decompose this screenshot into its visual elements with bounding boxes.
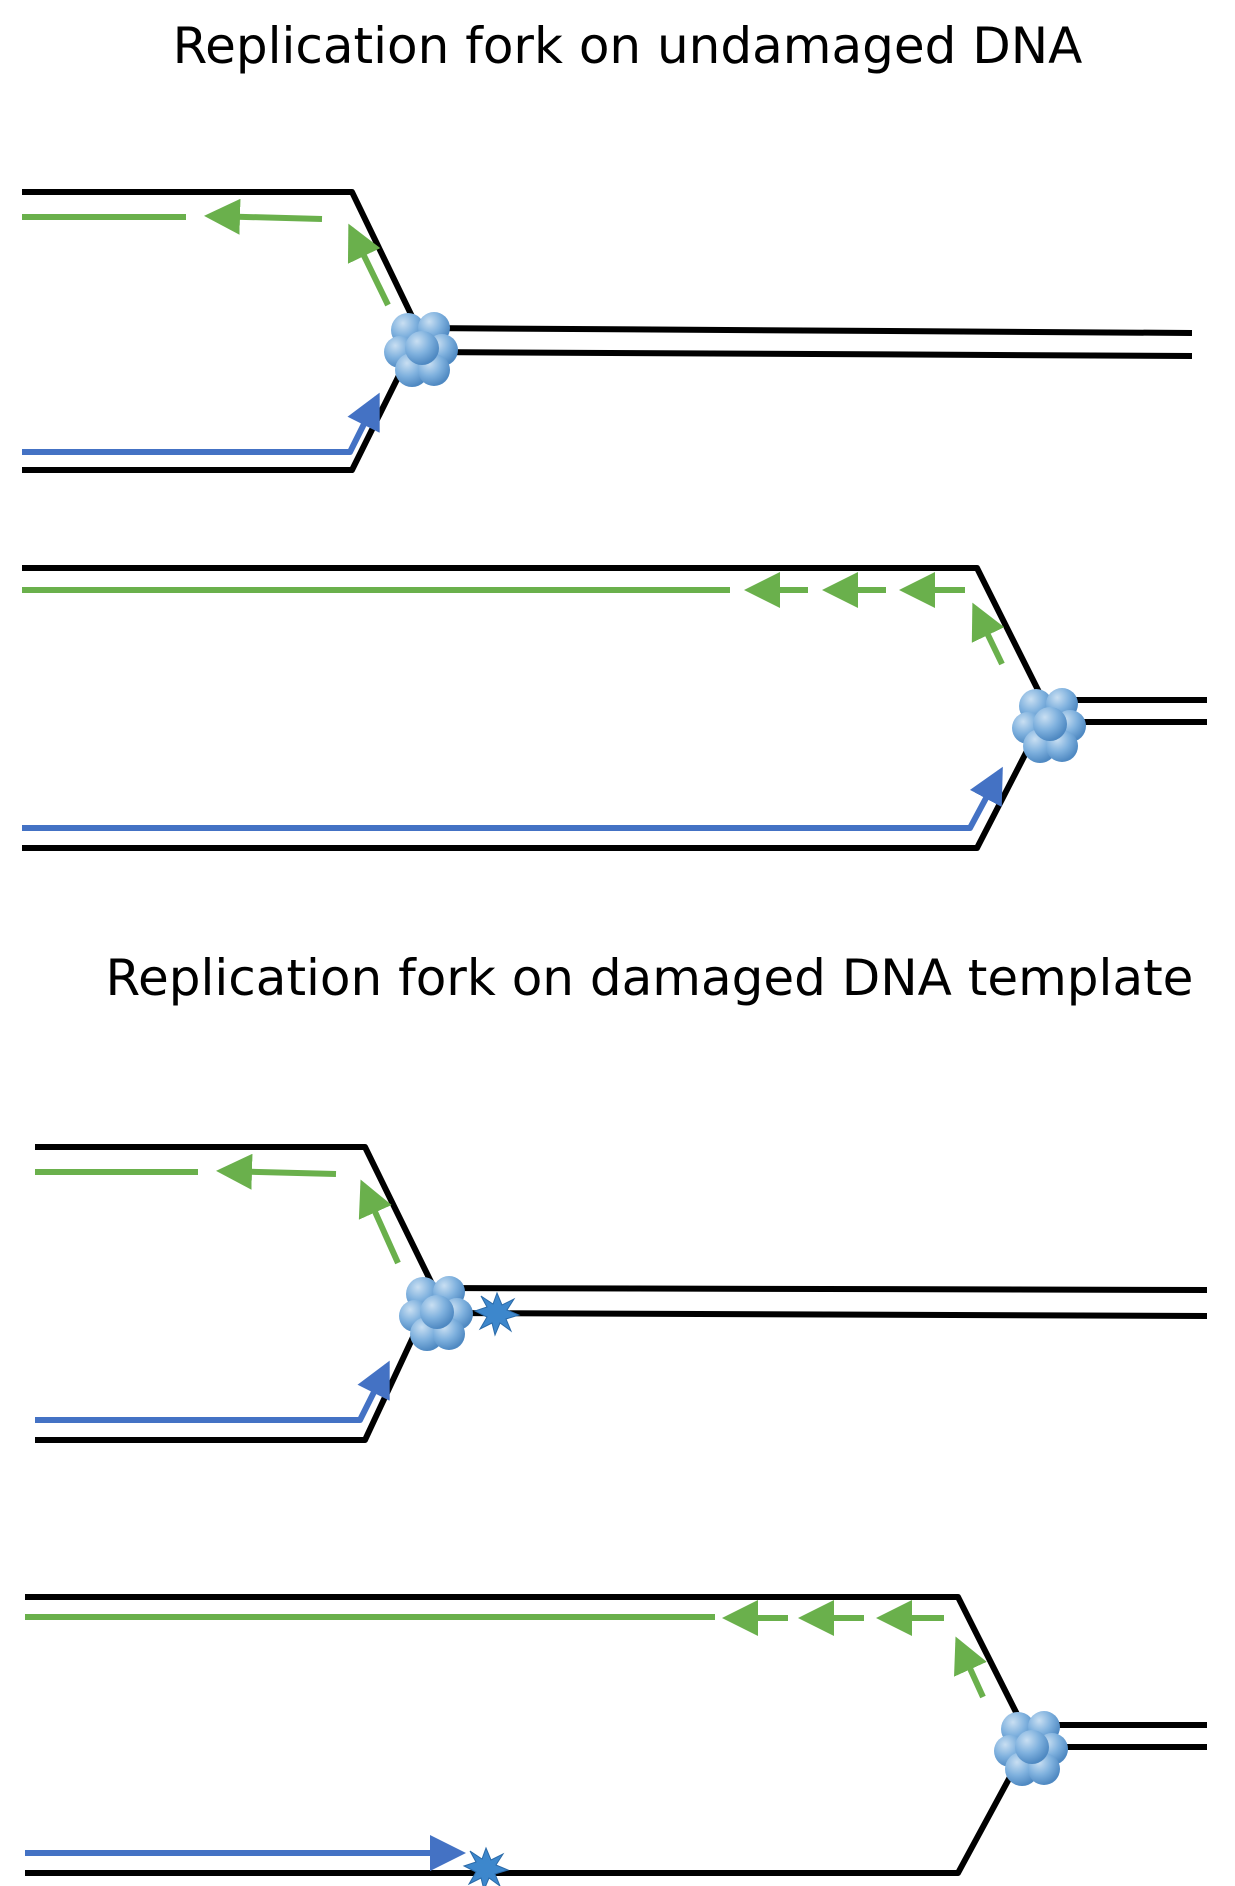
leading-strand xyxy=(35,1360,390,1423)
leading-strand xyxy=(22,766,1003,831)
title-undamaged: Replication fork on undamaged DNA xyxy=(172,17,1083,75)
title-damaged: Replication fork on damaged DNA template xyxy=(105,949,1194,1007)
panel-undamaged-early xyxy=(22,189,1193,473)
replisome-icon xyxy=(1012,688,1086,763)
lagging-strand-fragments xyxy=(25,1600,987,1699)
panel-damaged-late xyxy=(25,1594,1207,1886)
replisome-icon xyxy=(994,1711,1068,1786)
dna-lesion-icon xyxy=(474,1292,520,1336)
template-strands xyxy=(22,189,1193,473)
panel-damaged-early xyxy=(35,1144,1208,1443)
lagging-strand-fragments xyxy=(22,572,1005,666)
dna-lesion-icon xyxy=(463,1847,509,1886)
replisome-icon xyxy=(384,312,458,387)
template-strands xyxy=(35,1144,1208,1443)
lagging-strand-fragments xyxy=(22,198,391,307)
panel-undamaged-late xyxy=(22,565,1207,851)
leading-strand xyxy=(22,392,380,455)
lagging-strand-fragments xyxy=(35,1153,401,1265)
